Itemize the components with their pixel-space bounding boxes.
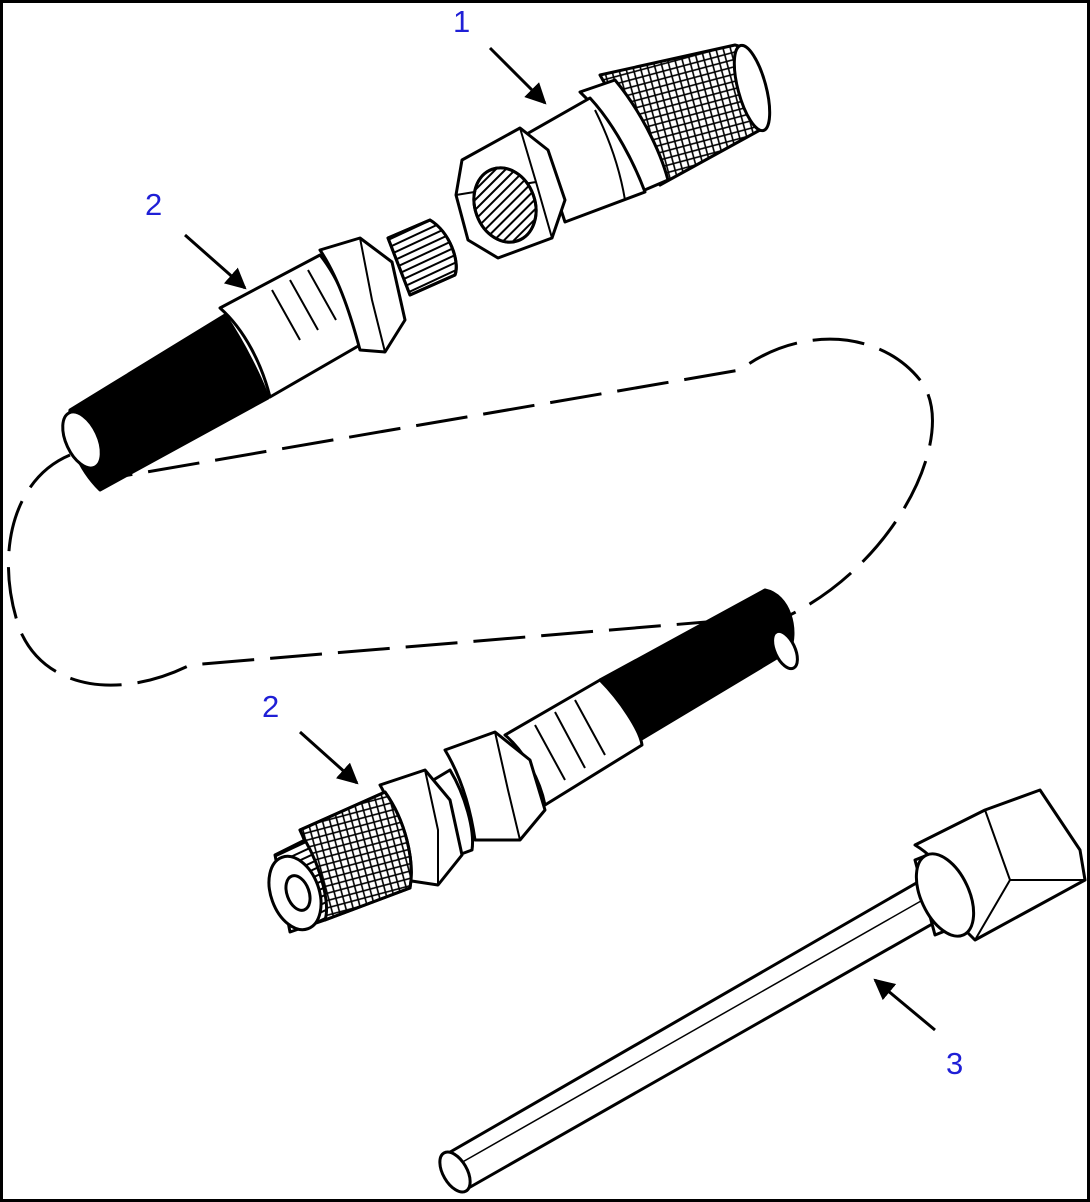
part-1-female-coupler — [454, 43, 772, 260]
leader-arrow-3 — [873, 978, 936, 1032]
hose-continuation-dashed — [7, 337, 934, 687]
callout-3: 3 — [946, 1046, 963, 1081]
leader-arrow-2b — [298, 730, 359, 785]
leader-arrow-1 — [488, 46, 547, 105]
part-2-lower-hose-end — [267, 588, 799, 934]
callout-2-lower: 2 — [262, 689, 279, 724]
callout-1: 1 — [453, 4, 470, 39]
callout-2-upper: 2 — [145, 187, 162, 222]
part-2-upper-hose-end — [61, 218, 458, 492]
leader-arrow-2a — [184, 233, 247, 290]
part-3-probe-tube — [438, 788, 1087, 1194]
